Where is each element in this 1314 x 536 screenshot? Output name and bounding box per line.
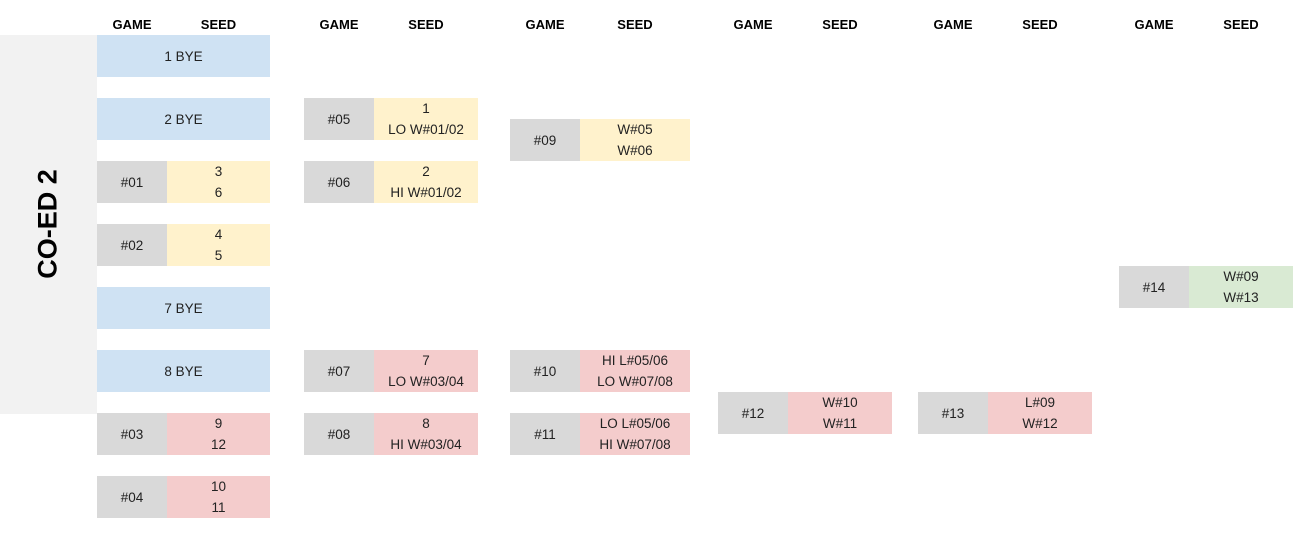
seed-bottom: 12 <box>210 437 227 452</box>
seed-pair: W#05 W#06 <box>580 119 690 161</box>
seed-pair: 3 6 <box>167 161 270 203</box>
seed-top: 8 <box>422 416 430 431</box>
game-header: GAME <box>933 17 973 32</box>
seed-pair: W#10 W#11 <box>788 392 892 434</box>
game-number: #08 <box>304 413 374 455</box>
seed-pair: LO L#05/06 HI W#07/08 <box>580 413 690 455</box>
seed-pair: 1 LO W#01/02 <box>374 98 478 140</box>
division-title: CO-ED 2 <box>32 169 63 279</box>
bye-cell: 8 BYE <box>97 350 270 392</box>
seed-top: W#05 <box>617 122 653 137</box>
seed-top: 9 <box>214 416 223 431</box>
seed-bottom: LO W#07/08 <box>597 374 673 389</box>
seed-bottom: LO W#03/04 <box>388 374 464 389</box>
seed-header: SEED <box>1022 17 1058 32</box>
seed-top: 7 <box>422 353 430 368</box>
seed-top: 1 <box>422 101 430 116</box>
game-cell: #09 W#05 W#06 <box>510 119 690 161</box>
seed-bottom: W#06 <box>617 143 653 158</box>
game-cell: #07 7 LO W#03/04 <box>304 350 478 392</box>
game-number: #11 <box>510 413 580 455</box>
game-header: GAME <box>733 17 773 32</box>
seed-pair: 7 LO W#03/04 <box>374 350 478 392</box>
game-cell: #01 3 6 <box>97 161 270 203</box>
seed-bottom: HI W#03/04 <box>390 437 462 452</box>
seed-pair: 2 HI W#01/02 <box>374 161 478 203</box>
seed-top: L#09 <box>1024 395 1056 410</box>
seed-pair: L#09 W#12 <box>988 392 1092 434</box>
game-header: GAME <box>525 17 565 32</box>
seed-top: W#09 <box>1223 269 1259 284</box>
game-cell: #10 HI L#05/06 LO W#07/08 <box>510 350 690 392</box>
game-number: #13 <box>918 392 988 434</box>
seed-pair: 10 11 <box>167 476 270 518</box>
seed-header: SEED <box>408 17 444 32</box>
game-header: GAME <box>319 17 359 32</box>
seed-header: SEED <box>200 17 237 32</box>
game-number: #02 <box>97 224 167 266</box>
game-cell: #11 LO L#05/06 HI W#07/08 <box>510 413 690 455</box>
game-cell: #12 W#10 W#11 <box>718 392 892 434</box>
game-cell: #14 W#09 W#13 <box>1119 266 1293 308</box>
game-number: #07 <box>304 350 374 392</box>
game-cell: #04 10 11 <box>97 476 270 518</box>
game-number: #14 <box>1119 266 1189 308</box>
game-header: GAME <box>112 17 152 32</box>
bye-cell: 7 BYE <box>97 287 270 329</box>
seed-pair: HI L#05/06 LO W#07/08 <box>580 350 690 392</box>
game-cell: #03 9 12 <box>97 413 270 455</box>
seed-header: SEED <box>617 17 653 32</box>
seed-top: 3 <box>214 164 223 179</box>
bye-cell: 2 BYE <box>97 98 270 140</box>
game-cell: #06 2 HI W#01/02 <box>304 161 478 203</box>
game-number: #12 <box>718 392 788 434</box>
seed-pair: 4 5 <box>167 224 270 266</box>
seed-bottom: LO W#01/02 <box>388 122 464 137</box>
game-cell: #02 4 5 <box>97 224 270 266</box>
seed-top: LO L#05/06 <box>599 416 671 431</box>
game-number: #04 <box>97 476 167 518</box>
seed-header: SEED <box>822 17 858 32</box>
seed-bottom: W#11 <box>822 416 858 431</box>
division-label-cell <box>0 35 97 414</box>
seed-bottom: W#13 <box>1223 290 1259 305</box>
game-number: #01 <box>97 161 167 203</box>
seed-bottom: 6 <box>214 185 223 200</box>
game-cell: #08 8 HI W#03/04 <box>304 413 478 455</box>
seed-bottom: HI W#01/02 <box>390 185 462 200</box>
seed-pair: 9 12 <box>167 413 270 455</box>
seed-bottom: HI W#07/08 <box>599 437 671 452</box>
seed-header: SEED <box>1223 17 1259 32</box>
seed-top: 10 <box>210 479 227 494</box>
seed-bottom: 11 <box>211 500 226 515</box>
game-number: #06 <box>304 161 374 203</box>
seed-bottom: 5 <box>214 248 223 263</box>
seed-bottom: W#12 <box>1022 416 1058 431</box>
game-cell: #13 L#09 W#12 <box>918 392 1092 434</box>
game-number: #09 <box>510 119 580 161</box>
game-header: GAME <box>1134 17 1174 32</box>
game-number: #03 <box>97 413 167 455</box>
seed-top: 2 <box>422 164 430 179</box>
game-number: #10 <box>510 350 580 392</box>
seed-top: W#10 <box>822 395 858 410</box>
game-number: #05 <box>304 98 374 140</box>
seed-pair: W#09 W#13 <box>1189 266 1293 308</box>
bye-cell: 1 BYE <box>97 35 270 77</box>
seed-pair: 8 HI W#03/04 <box>374 413 478 455</box>
seed-top: 4 <box>214 227 223 242</box>
seed-top: HI L#05/06 <box>601 353 669 368</box>
game-cell: #05 1 LO W#01/02 <box>304 98 478 140</box>
